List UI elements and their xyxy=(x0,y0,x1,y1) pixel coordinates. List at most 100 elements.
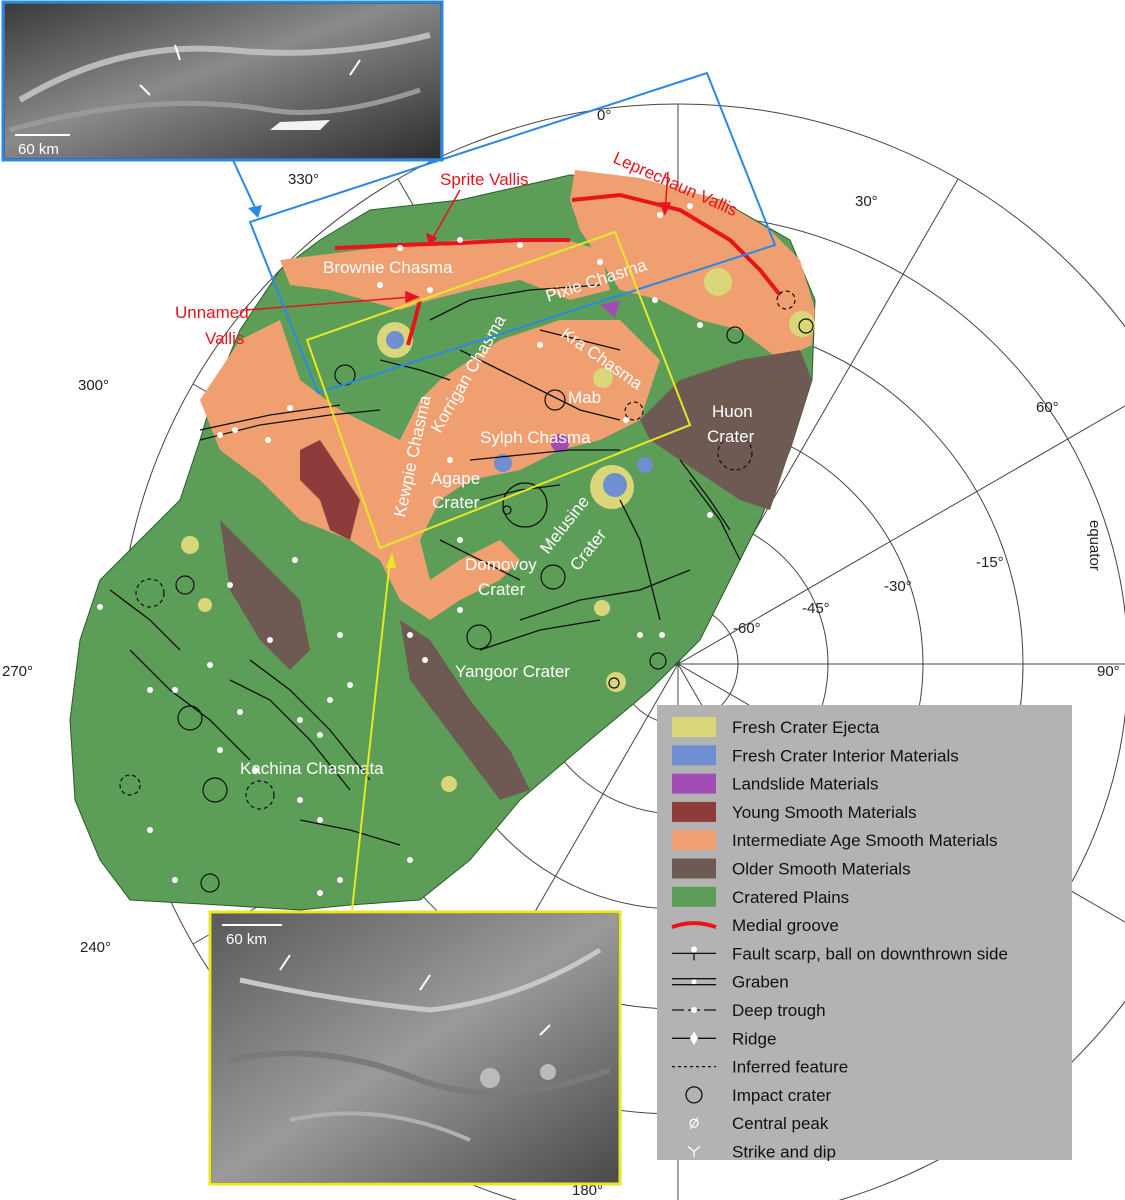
bottom-inset-scale: 60 km xyxy=(226,931,267,948)
legend-row: Deep trough xyxy=(672,1001,826,1020)
young-smooth xyxy=(300,440,360,540)
legend-swatch xyxy=(672,745,716,766)
legend-graben-ball xyxy=(691,979,697,985)
equator-label: equator xyxy=(1086,520,1103,571)
older-smooth-yangoor xyxy=(400,620,530,800)
legend-swatch xyxy=(672,717,716,737)
fresh-interior-3 xyxy=(494,454,512,472)
lon-240-label: 240° xyxy=(80,939,111,956)
legend-swatch xyxy=(672,858,716,879)
legend-label: Landslide Materials xyxy=(732,775,878,794)
legend-row: Ridge xyxy=(672,1029,776,1048)
legend-swatch xyxy=(672,886,716,907)
mab-label: Mab xyxy=(568,388,601,407)
intermediate-smooth-west xyxy=(200,320,660,620)
landslide-2 xyxy=(551,434,569,452)
bottom-inset: 60 km xyxy=(208,910,622,1186)
lat-15-label: -15° xyxy=(976,554,1004,571)
legend-ridge-diamond xyxy=(690,1031,698,1046)
legend-strike-symbol xyxy=(687,1146,701,1158)
legend-row: Young Smooth Materials xyxy=(672,801,917,822)
blue-leader-arrow xyxy=(231,157,258,213)
lon-30-label: 30° xyxy=(855,193,878,210)
legend-row: Central peak xyxy=(689,1114,829,1133)
legend-label: Medial groove xyxy=(732,916,839,935)
yellow-footprint xyxy=(305,230,692,550)
lat-30-label: -30° xyxy=(884,578,912,595)
legend-row: Older Smooth Materials xyxy=(672,858,911,879)
fresh-interior-1 xyxy=(386,331,404,349)
legend-label: Ridge xyxy=(732,1029,776,1048)
legend-label: Young Smooth Materials xyxy=(732,803,917,822)
legend-row: Cratered Plains xyxy=(672,886,849,907)
lat-45-label: -45° xyxy=(802,600,830,617)
huon-crater-label-2: Crater xyxy=(707,427,755,446)
legend-label: Fresh Crater Interior Materials xyxy=(732,746,959,765)
fault-lines xyxy=(109,284,741,846)
lon-60-label: 60° xyxy=(1036,399,1059,416)
top-inset: 60 km xyxy=(1,0,444,162)
huon-crater-label-1: Huon xyxy=(712,402,753,421)
legend-label: Inferred feature xyxy=(732,1058,848,1077)
brownie-chasma-label: Brownie Chasma xyxy=(323,258,453,277)
legend-row: Strike and dip xyxy=(687,1143,836,1162)
legend-label: Cratered Plains xyxy=(732,888,849,907)
legend-label: Central peak xyxy=(732,1114,829,1133)
lon-180-label: 180° xyxy=(572,1182,603,1199)
blue-footprint xyxy=(248,71,777,395)
fresh-ejecta-5 xyxy=(181,536,199,554)
legend-fault-ball xyxy=(691,946,697,953)
fresh-ejecta-4 xyxy=(789,311,815,337)
top-inset-scale: 60 km xyxy=(18,141,59,158)
yangoor-crater-label: Yangoor Crater xyxy=(455,662,570,681)
legend-label: Strike and dip xyxy=(732,1143,836,1162)
legend-row: Graben xyxy=(672,973,789,992)
domovoy-crater-label-1: Domovoy xyxy=(465,555,537,574)
graticule-labels: 0° 30° 60° 90° 270° 300° 330° 240° 180° … xyxy=(2,107,1120,1199)
agape-crater-label-1: Agape xyxy=(431,469,480,488)
legend-trough-ball xyxy=(691,1007,697,1013)
agape-crater-label-2: Crater xyxy=(432,493,480,512)
domovoy-crater-label-2: Crater xyxy=(478,580,526,599)
lon-300-label: 300° xyxy=(78,377,109,394)
fresh-ejecta-10 xyxy=(593,368,613,388)
kachina-chasmata-label: Kachina Chasmata xyxy=(240,759,384,778)
legend-label: Intermediate Age Smooth Materials xyxy=(732,831,998,850)
fresh-ejecta-7 xyxy=(594,600,610,616)
fresh-interior-2 xyxy=(603,473,627,497)
older-smooth-kachina xyxy=(220,520,310,670)
fault-balls xyxy=(97,203,713,896)
legend-label: Older Smooth Materials xyxy=(732,860,911,879)
legend-row: Fresh Crater Interior Materials xyxy=(672,745,959,766)
legend-label: Graben xyxy=(732,973,789,992)
lon-0-label: 0° xyxy=(597,107,611,124)
legend-peak-symbol xyxy=(689,1118,699,1128)
legend-row: Medial groove xyxy=(671,916,839,935)
legend-row: Fresh Crater Ejecta xyxy=(672,717,880,737)
legend-swatch xyxy=(672,830,716,851)
sprite-vallis-label: Sprite Vallis xyxy=(440,170,529,189)
lon-90-label: 90° xyxy=(1097,663,1120,680)
older-smooth-huon xyxy=(640,350,812,510)
fresh-ejecta-9 xyxy=(441,776,457,792)
legend-groove-symbol xyxy=(671,921,717,929)
fresh-ejecta-3 xyxy=(704,268,732,296)
legend-label: Impact crater xyxy=(732,1086,832,1105)
fresh-ejecta-6 xyxy=(198,598,212,612)
legend-swatch xyxy=(672,801,716,822)
legend-peak-slash xyxy=(689,1116,699,1130)
sylph-chasma-label: Sylph Chasma xyxy=(480,428,591,447)
legend-crater-symbol xyxy=(685,1086,703,1104)
yellow-leader xyxy=(351,559,391,911)
landslide-1 xyxy=(600,300,620,318)
legend-row: Inferred feature xyxy=(672,1058,848,1077)
legend-row: Fault scarp, ball on downthrown side xyxy=(672,944,1008,963)
intermediate-smooth-north xyxy=(570,170,815,360)
legend-label: Fresh Crater Ejecta xyxy=(732,718,880,737)
unnamed-vallis-label-2: Vallis xyxy=(205,329,244,348)
fresh-interior-4 xyxy=(637,457,653,473)
legend-row: Landslide Materials xyxy=(672,773,878,794)
legend-label: Deep trough xyxy=(732,1001,826,1020)
legend-label: Fault scarp, ball on downthrown side xyxy=(732,944,1008,963)
